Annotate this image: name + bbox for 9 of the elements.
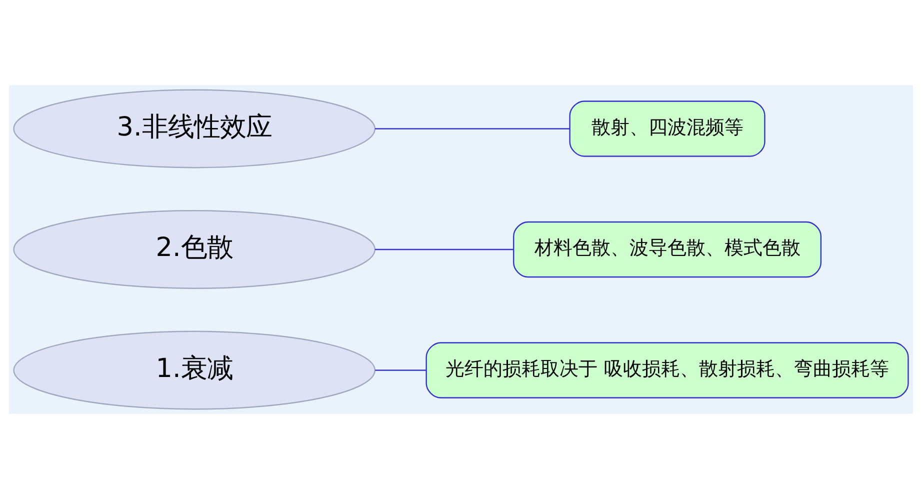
node-ellipse: 1.衰减 bbox=[12, 330, 375, 410]
node-box: 材料色散、波导色散、模式色散 bbox=[512, 221, 822, 278]
node-ellipse: 2.色散 bbox=[12, 210, 375, 289]
node-box: 散射、四波混频等 bbox=[568, 100, 765, 157]
connector bbox=[374, 370, 426, 371]
node-box: 光纤的损耗取决于 吸收损耗、散射损耗、弯曲损耗等 bbox=[425, 342, 908, 398]
connector bbox=[374, 128, 570, 130]
connector bbox=[374, 248, 513, 250]
node-ellipse: 3.非线性效应 bbox=[12, 89, 375, 168]
